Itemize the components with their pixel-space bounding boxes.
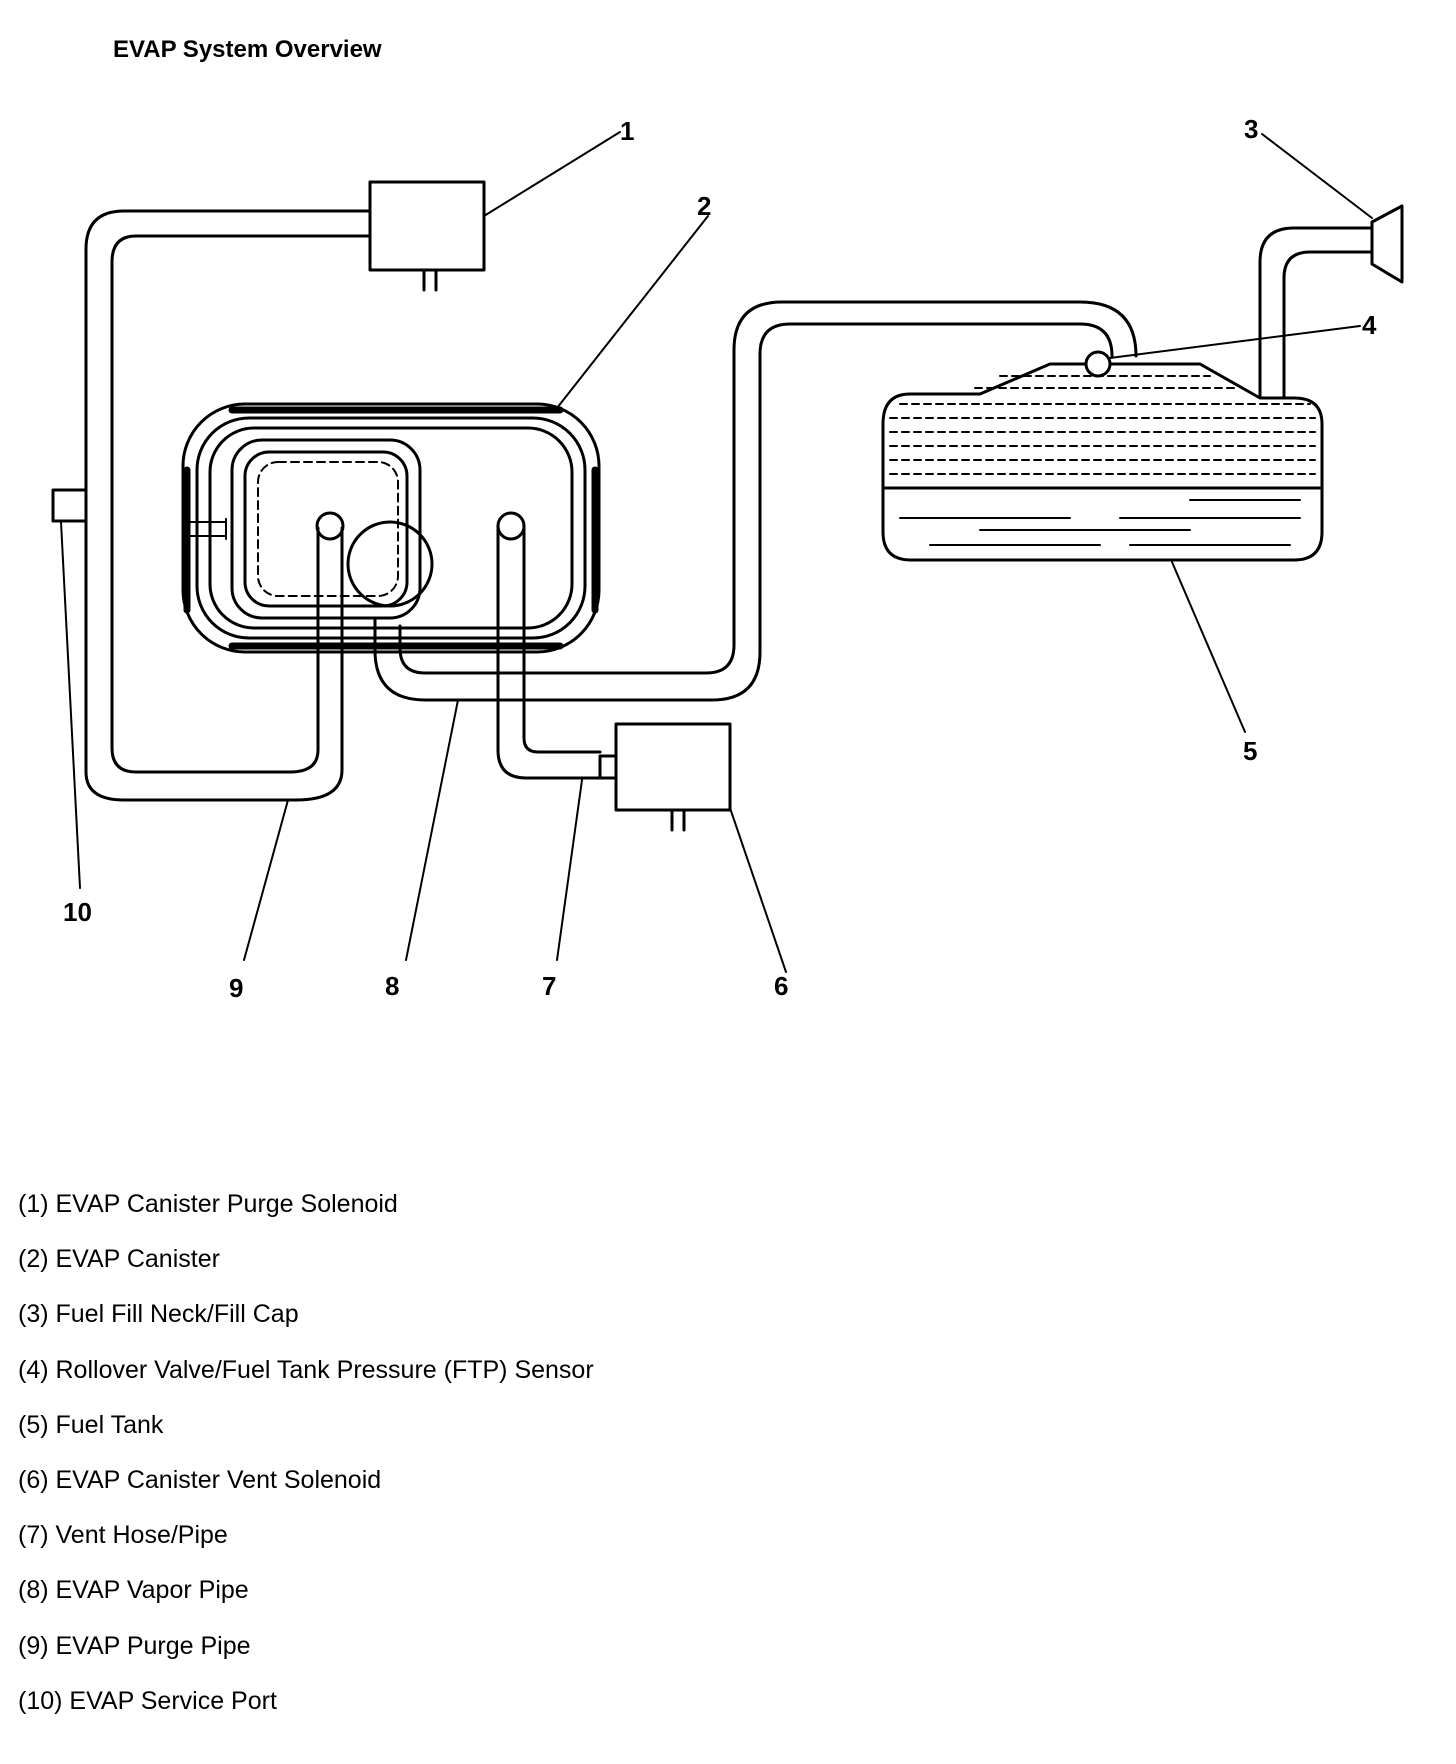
legend-item: (1) EVAP Canister Purge Solenoid xyxy=(18,1190,398,1218)
callout-8: 8 xyxy=(385,971,399,1001)
callout-6: 6 xyxy=(774,971,788,1001)
vent-solenoid xyxy=(598,722,732,832)
legend-item: (5) Fuel Tank xyxy=(18,1410,164,1439)
callout-7: 7 xyxy=(542,971,556,1001)
purge-pipe xyxy=(84,209,372,802)
rollover-valve xyxy=(1084,350,1112,378)
callout-4: 4 xyxy=(1362,310,1377,340)
fuel-tank xyxy=(881,362,1324,562)
leader-lines xyxy=(60,131,1373,973)
purge-solenoid xyxy=(368,180,486,292)
legend-item: (4) Rollover Valve/Fuel Tank Pressure (F… xyxy=(18,1355,594,1384)
callout-5: 5 xyxy=(1243,736,1257,766)
evap-system-diagram: 1 2 3 4 5 6 7 8 9 10 xyxy=(51,114,1404,1003)
callout-9: 9 xyxy=(229,973,243,1003)
legend-item: (6) EVAP Canister Vent Solenoid xyxy=(18,1465,382,1494)
diagram-title: EVAP System Overview xyxy=(113,36,382,63)
vapor-pipe xyxy=(346,300,1138,702)
legend-item: (3) Fuel Fill Neck/Fill Cap xyxy=(18,1300,299,1329)
component-legend: (1) EVAP Canister Purge Solenoid (2) EVA… xyxy=(18,1180,594,1732)
legend-item: (7) Vent Hose/Pipe xyxy=(18,1521,228,1550)
evap-canister xyxy=(181,402,601,654)
legend-item: (2) EVAP Canister xyxy=(18,1245,220,1274)
legend-item: (10) EVAP Service Port xyxy=(18,1686,277,1715)
vent-pipe xyxy=(496,511,602,780)
callout-10: 10 xyxy=(63,897,92,927)
service-port xyxy=(51,488,88,523)
legend-item: (8) EVAP Vapor Pipe xyxy=(18,1576,249,1605)
callout-3: 3 xyxy=(1244,114,1258,144)
callout-2: 2 xyxy=(697,191,711,221)
fill-neck xyxy=(1258,204,1404,398)
legend-item: (9) EVAP Purge Pipe xyxy=(18,1631,251,1660)
callout-1: 1 xyxy=(620,116,634,146)
